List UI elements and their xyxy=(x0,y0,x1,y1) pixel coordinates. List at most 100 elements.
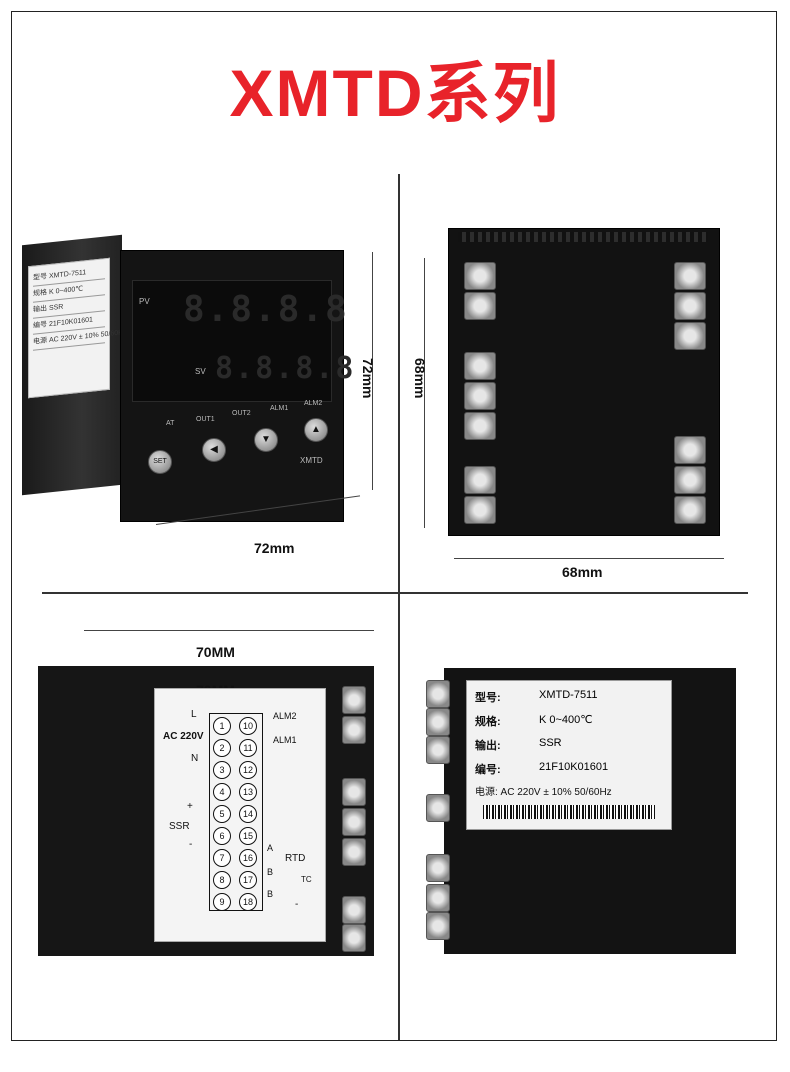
divider-horizontal xyxy=(42,592,748,594)
terminal-r4 xyxy=(674,436,706,464)
wire-ssr-minus: - xyxy=(189,839,193,850)
outer-frame xyxy=(11,11,777,1041)
spec-model-key: 型号: xyxy=(475,692,501,704)
label-terminal-3 xyxy=(426,736,450,764)
terminal-l1 xyxy=(464,262,496,290)
wire-l: L xyxy=(191,709,197,720)
pin-15: 15 xyxy=(239,827,257,845)
wire-rtd: RTD xyxy=(285,853,306,864)
dim-line-height-1 xyxy=(372,252,373,490)
pin-10: 10 xyxy=(239,717,257,735)
spec-spec: K 0~400℃ xyxy=(539,714,593,726)
sv-label: SV xyxy=(195,367,206,376)
wire-tc-minus: - xyxy=(295,899,299,910)
pv-digits: 8.8.8.8 xyxy=(183,289,349,330)
rear-terminal-4 xyxy=(342,808,366,836)
front-side-label: 型号 XMTD-7511 规格 K 0~400℃ 输出 SSR 编号 21F10… xyxy=(28,257,127,399)
pin-16: 16 xyxy=(239,849,257,867)
indicator-out2: OUT2 xyxy=(232,410,251,417)
spec-model: XMTD-7511 xyxy=(539,689,598,701)
dim-width-2: 68mm xyxy=(562,564,603,580)
left-arrow-button[interactable]: ◀ xyxy=(202,438,226,462)
terminal-l6 xyxy=(464,466,496,494)
pin-11: 11 xyxy=(239,739,257,757)
dim-line-width-3 xyxy=(84,630,374,631)
barcode xyxy=(483,805,655,819)
pin-2: 2 xyxy=(213,739,231,757)
pin-9: 9 xyxy=(213,893,231,911)
terminal-l7 xyxy=(464,496,496,524)
pin-5: 5 xyxy=(213,805,231,823)
spec-sticker: 型号: XMTD-7511 规格: K 0~400℃ 输出: SSR 编号: 2… xyxy=(466,680,672,830)
set-button[interactable]: SET xyxy=(148,450,172,474)
label-terminal-2 xyxy=(426,708,450,736)
terminal-r2 xyxy=(674,292,706,320)
terminal-r6 xyxy=(674,496,706,524)
spec-serial: 21F10K01601 xyxy=(539,761,609,773)
rear-terminal-3 xyxy=(342,778,366,806)
left-arrow-icon: ◀ xyxy=(210,444,218,455)
terminal-l5 xyxy=(464,412,496,440)
pin-13: 13 xyxy=(239,783,257,801)
rear-terminal-5 xyxy=(342,838,366,866)
pin-1: 1 xyxy=(213,717,231,735)
lcd-display: PV 8.8.8.8 SV 8.8.8.8 xyxy=(132,280,353,402)
brand-label: XMTD xyxy=(300,456,323,465)
pin-7: 7 xyxy=(213,849,231,867)
pin-18: 18 xyxy=(239,893,257,911)
dim-line-width-2 xyxy=(454,558,724,559)
vent-rib xyxy=(458,232,708,242)
dim-width-1: 72mm xyxy=(254,540,295,556)
sv-digits: 8.8.8.8 xyxy=(215,351,356,386)
terminal-block xyxy=(209,713,263,911)
wire-alm1: ALM1 xyxy=(273,735,297,745)
spec-power: 电源: AC 220V ± 10% 50/60Hz xyxy=(475,787,612,798)
wire-rtd-b1: B xyxy=(267,867,274,877)
pin-14: 14 xyxy=(239,805,257,823)
wire-alm2: ALM2 xyxy=(273,711,297,721)
rear-terminal-2 xyxy=(342,716,366,744)
rear-terminal-6 xyxy=(342,896,366,924)
wire-tc: TC xyxy=(301,875,312,884)
dim-height-1: 72mm xyxy=(360,358,376,399)
down-arrow-button[interactable]: ▼ xyxy=(254,428,278,452)
wire-ssr: SSR xyxy=(169,821,190,832)
indicator-alm2: ALM2 xyxy=(304,400,323,407)
terminal-l2 xyxy=(464,292,496,320)
pin-6: 6 xyxy=(213,827,231,845)
rear-terminal-1 xyxy=(342,686,366,714)
pin-12: 12 xyxy=(239,761,257,779)
dim-line-height-2 xyxy=(424,258,425,528)
pin-3: 3 xyxy=(213,761,231,779)
spec-out: SSR xyxy=(539,737,562,749)
label-terminal-6 xyxy=(426,884,450,912)
wire-ac: AC 220V xyxy=(163,731,204,742)
indicator-out1: OUT1 xyxy=(196,416,215,423)
dim-width-3: 70MM xyxy=(196,644,235,660)
wire-rtd-a: A xyxy=(267,843,274,853)
label-terminal-4 xyxy=(426,794,450,822)
wiring-diagram: L AC 220V N + SSR - ALM2 ALM1 A RTD B TC… xyxy=(154,688,326,942)
spec-serial-key: 编号: xyxy=(475,764,501,776)
down-arrow-icon: ▼ xyxy=(261,434,271,445)
terminal-l4 xyxy=(464,382,496,410)
label-terminal-1 xyxy=(426,680,450,708)
wire-ssr-plus: + xyxy=(187,801,193,812)
indicator-alm1: ALM1 xyxy=(270,405,289,412)
pv-label: PV xyxy=(139,297,150,306)
page-title: XMTD系列 xyxy=(229,56,561,130)
up-arrow-button[interactable]: ▲ xyxy=(304,418,328,442)
pin-4: 4 xyxy=(213,783,231,801)
pin-8: 8 xyxy=(213,871,231,889)
label-terminal-7 xyxy=(426,912,450,940)
divider-vertical xyxy=(398,174,400,1040)
terminal-r1 xyxy=(674,262,706,290)
dim-height-2: 68mm xyxy=(412,358,428,399)
spec-spec-key: 规格: xyxy=(475,716,501,728)
wire-rtd-b2: B xyxy=(267,889,274,899)
terminal-r3 xyxy=(674,322,706,350)
spec-out-key: 输出: xyxy=(475,740,501,752)
terminal-r5 xyxy=(674,466,706,494)
indicator-at: AT xyxy=(166,420,175,427)
wire-n: N xyxy=(191,753,199,764)
